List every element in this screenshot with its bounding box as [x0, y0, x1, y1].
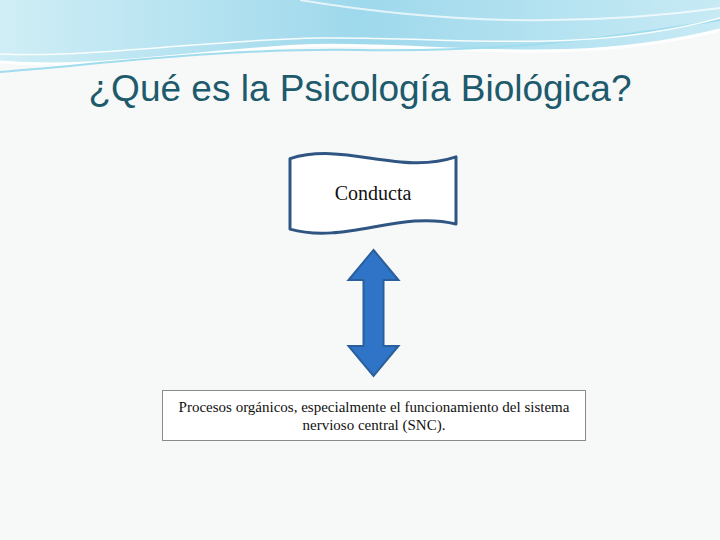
ribbon-path — [290, 154, 456, 234]
process-box: Procesos orgánicos, especialmente el fun… — [162, 390, 586, 441]
ribbon-shape: Conducta — [290, 150, 456, 236]
description-text: Procesos orgánicos, especialmente el fun… — [169, 398, 579, 434]
slide-title: ¿Qué es la Psicología Biológica? — [0, 68, 720, 110]
concept-label: Conducta — [335, 181, 412, 205]
double-arrow — [349, 250, 399, 376]
